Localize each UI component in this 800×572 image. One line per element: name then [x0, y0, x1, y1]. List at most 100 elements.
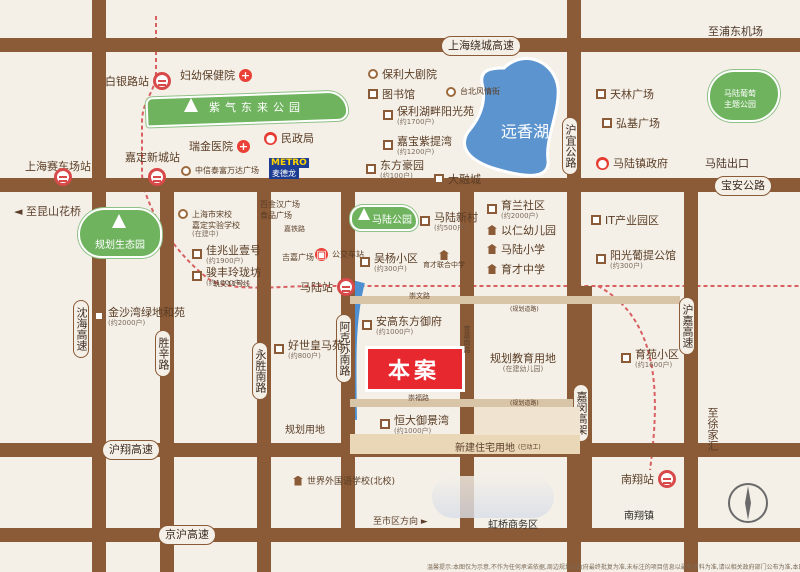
road-chongfu	[350, 399, 580, 407]
metro-icon	[54, 168, 72, 186]
building-icon	[366, 164, 376, 174]
building-icon	[192, 249, 202, 259]
poi-malu-new-village[interactable]: 马陆新村(约500户)	[420, 209, 478, 233]
bus-icon: ▣	[315, 248, 328, 261]
grape-park-line1: 马陆葡萄	[724, 89, 756, 98]
poi-malu-primary[interactable]: 马陆小学	[487, 241, 545, 257]
building-icon	[487, 204, 497, 214]
station-jiading[interactable]: 嘉定新城站	[125, 149, 180, 165]
dashengcheng-label: 大融城	[448, 173, 481, 186]
station-baiyin[interactable]: 白银路站	[105, 72, 171, 90]
station-malu[interactable]: 马陆站	[300, 278, 355, 296]
poi-library[interactable]: 图书馆	[368, 86, 415, 102]
poi-yuyuan[interactable]: 育苑小区(约1600户)	[621, 346, 679, 370]
poi-dashengcheng[interactable]: 大融城	[434, 171, 481, 187]
haoshihuang-units: (约800户)	[288, 352, 321, 360]
location-pin-icon: ●	[264, 131, 277, 145]
metro-icon	[148, 168, 166, 186]
poi-world-school[interactable]: 世界外国语学校(北校)	[293, 474, 395, 487]
building-icon	[94, 311, 104, 321]
building-icon	[274, 344, 284, 354]
zhongxin-label: 中信泰富万达广场	[195, 166, 259, 175]
label-xujiahui: 至徐家汇	[706, 407, 719, 451]
poi-yucai-middle[interactable]: 育才中学	[487, 261, 545, 277]
poi-baijin[interactable]: 百金汉广场食品广场	[260, 199, 300, 221]
jinshawan-label: 金沙湾绿地和苑	[108, 306, 185, 319]
malu-park-label: 马陆公园	[372, 215, 412, 226]
yulan-label: 育兰社区	[501, 199, 545, 212]
school-icon	[487, 244, 497, 254]
junfeng-units: (约1000户)	[206, 279, 244, 287]
road-jinghu	[0, 528, 800, 542]
label-kunshan: ◄ 至昆山花桥	[14, 205, 81, 218]
poi-jiazhaoye[interactable]: 佳兆业壹号(约1900户)	[192, 242, 261, 266]
school-icon	[487, 225, 497, 235]
poi-poly-theater[interactable]: 保利大剧院	[368, 66, 437, 82]
yucai-middle-label: 育才中学	[501, 263, 545, 276]
poi-jinshawan[interactable]: 金沙湾绿地和苑(约2000户)	[94, 304, 185, 328]
location-dot-icon	[446, 86, 456, 97]
poi-wuyang[interactable]: 吴杨小区(约300户)	[360, 250, 418, 274]
building-icon	[434, 174, 444, 184]
poi-jiading-school[interactable]: 上海市宋校嘉定实验学校(在建中)	[178, 209, 240, 239]
poi-civil-affairs[interactable]: ●民政局	[264, 130, 314, 146]
bus-station[interactable]: ▣ 公交车站	[315, 248, 364, 261]
station-nanxiang-label: 南翔站	[621, 473, 654, 486]
compass-needle-icon	[745, 486, 751, 520]
label-shengxin: 胜辛路	[155, 330, 171, 377]
tree-icon	[184, 98, 198, 112]
building-icon	[383, 140, 393, 150]
tianlin-label: 天林广场	[610, 88, 654, 101]
poi-hengda[interactable]: 恒大御景湾(约1000户)	[380, 412, 449, 436]
poly-lakeside-label: 保利湖畔阳光苑	[397, 105, 474, 118]
poi-angao[interactable]: 安高东方御府(约1000户)	[362, 313, 442, 337]
label-huyi: 沪宜公路	[562, 117, 578, 175]
angao-units: (约1000户)	[376, 328, 414, 336]
building-icon	[362, 320, 372, 330]
label-ring: 上海绕城高速	[441, 36, 521, 56]
tree-icon	[112, 214, 126, 228]
poi-ruijin-hospital[interactable]: 瑞金医院+	[189, 138, 250, 154]
building-icon	[591, 215, 601, 225]
poi-dongfang[interactable]: 东方豪园(约100户)	[366, 157, 424, 181]
poi-zhongxin[interactable]: 中信泰富万达广场	[181, 165, 259, 176]
grape-park-line2: 主题公园	[724, 100, 756, 109]
poi-planned-edu[interactable]: 规划教育用地(在建幼儿园)	[490, 350, 556, 374]
haoshihuang-label: 好世皇马苑	[288, 339, 343, 352]
road-shanghai-ring	[0, 38, 800, 52]
project-block	[365, 346, 465, 392]
yuyuan-label: 育苑小区	[635, 348, 679, 361]
jiading-school-label-2: 嘉定实验学校	[192, 221, 240, 230]
poi-poly-lakeside[interactable]: 保利湖畔阳光苑(约1700户)	[383, 103, 474, 127]
bus-station-label: 公交车站	[332, 250, 364, 259]
yiren-label: 以仁幼儿园	[501, 224, 556, 237]
poi-jiabao[interactable]: 嘉宝紫提湾(约1200户)	[383, 133, 452, 157]
poi-yucai-school[interactable]: 育才联合中学	[423, 250, 465, 270]
poi-it-park[interactable]: IT产业园区	[591, 212, 659, 228]
poi-yiren[interactable]: 以仁幼儿园	[487, 222, 556, 238]
library-icon	[368, 89, 378, 99]
planned-block	[474, 407, 580, 435]
poi-hongji[interactable]: 弘基广场	[602, 115, 660, 131]
location-dot-icon	[181, 165, 191, 176]
station-nanxiang[interactable]: 南翔站	[621, 470, 676, 488]
poi-maternal-hospital[interactable]: 妇幼保健院+	[180, 67, 252, 83]
poi-taibei[interactable]: 台北风情街	[446, 86, 500, 97]
station-racecourse[interactable]: 上海赛车场站	[25, 158, 91, 174]
label-yongsheng: 永胜南路	[252, 342, 268, 400]
label-hujia: 沪嘉高速	[679, 297, 695, 355]
poi-haoshihuang[interactable]: 好世皇马苑(约800户)	[274, 337, 343, 361]
wuyang-units: (约300户)	[374, 265, 407, 273]
malu-grape-park	[708, 70, 780, 122]
yuyuan-units: (约1600户)	[635, 361, 673, 369]
jiabao-label: 嘉宝紫提湾	[397, 135, 452, 148]
poi-tianlin[interactable]: 天林广场	[596, 86, 654, 102]
poi-malu-gov[interactable]: ●马陆镇政府	[596, 155, 668, 171]
jijie-plaza-label: 吉嘉广场	[282, 253, 314, 262]
label-huxiang: 沪翔高速	[102, 440, 160, 460]
poi-sunshine[interactable]: 阳光葡提公馆(约300户)	[596, 247, 676, 271]
poi-yulan[interactable]: 育兰社区(约2000户)	[487, 197, 545, 221]
poi-junfeng[interactable]: 骏丰玲珑坊(约1000户)	[192, 264, 261, 288]
